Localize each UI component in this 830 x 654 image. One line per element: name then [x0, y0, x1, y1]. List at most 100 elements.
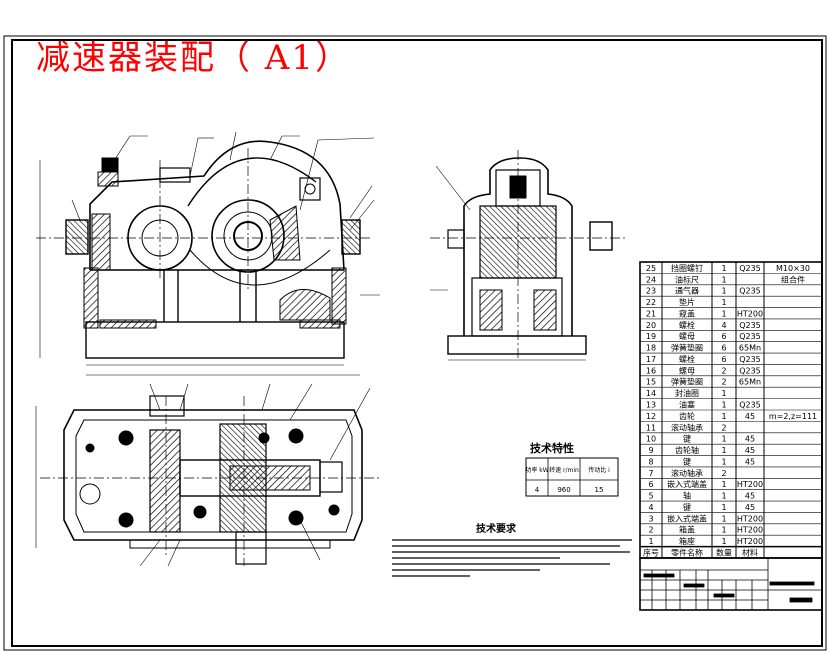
bom-cell-mat: Q235: [739, 264, 761, 273]
bom-cell-mat: 45: [745, 435, 755, 444]
bom-cell-no: 25: [646, 264, 656, 273]
bom-cell-mat: 65Mn: [739, 344, 761, 353]
bom-cell-name: 挡圈螺钉: [671, 263, 703, 273]
bom-cell-no: 3: [648, 514, 653, 523]
bom-cell-qty: 1: [721, 275, 726, 284]
bom-cell-mat: 45: [745, 492, 755, 501]
bom-cell-note: 组合件: [781, 274, 805, 284]
bom-cell-no: 8: [648, 457, 653, 466]
bom-cell-name: 窥盖: [679, 308, 695, 318]
bom-cell-qty: 1: [721, 412, 726, 421]
bom-cell-no: 21: [646, 309, 656, 318]
bom-cell-qty: 1: [721, 457, 726, 466]
bom-cell-no: 17: [646, 355, 656, 364]
bom-cell-mat: 45: [745, 503, 755, 512]
bom-cell-no: 24: [646, 275, 656, 284]
bom-cell-qty: 1: [721, 435, 726, 444]
bom-cell-qty: 1: [721, 264, 726, 273]
bom-cell-qty: 1: [721, 298, 726, 307]
bom-cell-no: 16: [646, 366, 656, 375]
bom-header-no: 序号: [643, 548, 659, 558]
bom-cell-no: 13: [646, 401, 656, 410]
bom-cell-no: 9: [648, 446, 653, 455]
bom-cell-no: 18: [646, 344, 656, 353]
bom-header-mat: 材料: [742, 548, 758, 558]
bom-cell-name: 箱座: [679, 536, 695, 546]
bom-cell-no: 19: [646, 332, 656, 341]
bom-cell-no: 11: [646, 423, 656, 432]
bom-cell-no: 7: [648, 469, 653, 478]
bom-cell-mat: Q235: [739, 332, 761, 341]
bom-cell-no: 1: [648, 537, 653, 546]
bom-cell-qty: 2: [721, 378, 726, 387]
bom-cell-name: 通气器: [675, 286, 699, 296]
bom-header-name: 零件名称: [671, 548, 703, 558]
bom-cell-qty: 2: [721, 423, 726, 432]
bom-cell-mat: HT200: [737, 537, 763, 546]
bom-cell-no: 5: [648, 492, 653, 501]
bom-cell-no: 23: [646, 287, 656, 296]
bom-cell-mat: Q235: [739, 355, 761, 364]
bom-cell-qty: 1: [721, 389, 726, 398]
bom-cell-name: 滚动轴承: [671, 422, 703, 432]
bom-cell-name: 弹簧垫圈: [671, 377, 703, 387]
bom-cell-name: 键: [683, 434, 691, 444]
bom-cell-no: 12: [646, 412, 656, 421]
bom-cell-name: 弹簧垫圈: [671, 343, 703, 353]
bom-cell-no: 4: [648, 503, 653, 512]
front-view: [36, 131, 380, 376]
bom-cell-mat: Q235: [739, 366, 761, 375]
bom-cell-qty: 2: [721, 366, 726, 375]
bom-cell-qty: 1: [721, 526, 726, 535]
bom-cell-qty: 1: [721, 492, 726, 501]
bom-cell-qty: 6: [721, 355, 726, 364]
bom-cell-no: 2: [648, 526, 653, 535]
bom-cell-qty: 1: [721, 309, 726, 318]
bom-cell-no: 15: [646, 378, 656, 387]
bom-cell-mat: 45: [745, 412, 755, 421]
bom-cell-name: 键: [683, 456, 691, 466]
bom-cell-name: 键: [683, 502, 691, 512]
bom-cell-qty: 2: [721, 469, 726, 478]
bom-cell-mat: HT200: [737, 480, 763, 489]
bom-cell-name: 油标尺: [675, 274, 699, 284]
bom-cell-name: 齿轮: [679, 411, 695, 421]
bom-cell-qty: 6: [721, 332, 726, 341]
bom-cell-no: 20: [646, 321, 656, 330]
tech-value-power: 4: [535, 486, 540, 494]
bom-cell-mat: Q235: [739, 401, 761, 410]
tech-requirements-heading: 技术要求: [476, 522, 517, 535]
drawing-title: 减速器装配（ A1）: [36, 38, 351, 78]
bom-cell-note: M10×30: [776, 264, 810, 273]
outer-border: [3, 35, 827, 651]
top-view: [35, 383, 380, 567]
bom-cell-name: 螺母: [679, 331, 695, 341]
bom-cell-name: 齿轮轴: [675, 445, 699, 455]
bom-cell-mat: 45: [745, 446, 755, 455]
bom-cell-no: 14: [646, 389, 656, 398]
tech-header-speed: 转速 r/min: [549, 466, 579, 474]
bom-cell-name: 垫片: [679, 297, 695, 307]
bom-cell-mat: HT200: [737, 514, 763, 523]
bom-cell-qty: 1: [721, 503, 726, 512]
bom-cell-qty: 1: [721, 401, 726, 410]
tech-header-power: 功率 kW: [525, 466, 548, 474]
bom-cell-name: 螺栓: [679, 320, 695, 330]
bom-cell-mat: 65Mn: [739, 378, 761, 387]
bom-cell-name: 嵌入式端盖: [667, 479, 707, 489]
bom-cell-name: 螺母: [679, 365, 695, 375]
bom-cell-name: 油塞: [679, 400, 695, 410]
title-block: [639, 557, 823, 611]
bom-cell-no: 22: [646, 298, 656, 307]
bom-cell-qty: 1: [721, 537, 726, 546]
tech-header-ratio: 传动比 i: [588, 466, 610, 474]
bom-cell-qty: 1: [721, 480, 726, 489]
bom-header-qty: 数量: [716, 548, 732, 558]
bom-cell-qty: 1: [721, 446, 726, 455]
bom-cell-name: 轴: [683, 491, 691, 501]
bom-cell-mat: HT200: [737, 526, 763, 535]
bom-cell-name: 螺栓: [679, 354, 695, 364]
bom-cell-mat: Q235: [739, 321, 761, 330]
side-view: [430, 150, 626, 361]
